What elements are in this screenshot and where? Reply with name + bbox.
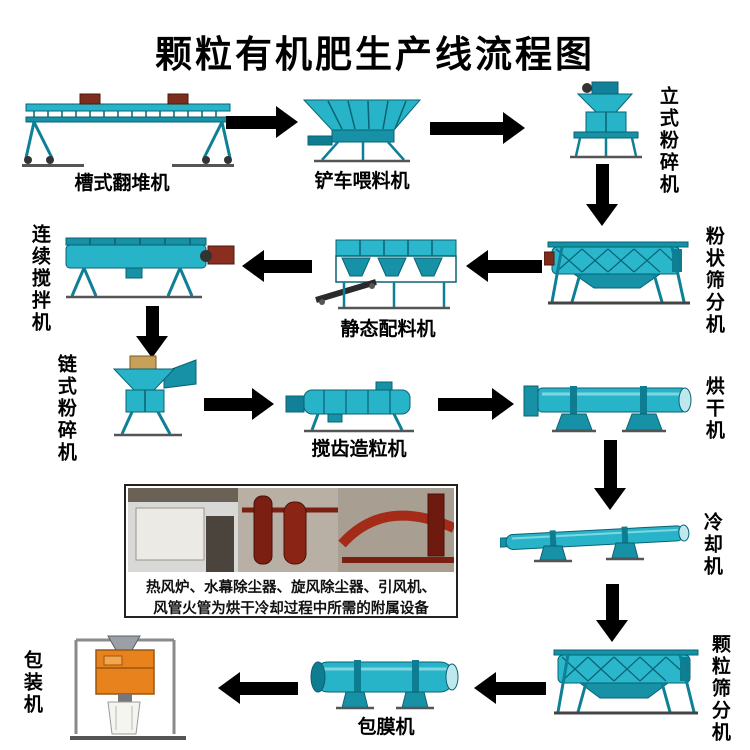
- chain-crusher-machine: [98, 354, 200, 440]
- cooler-icon: [500, 524, 690, 563]
- continuous-mixer-machine: [60, 226, 238, 302]
- paddle-granulator-icon: [285, 381, 414, 433]
- powder-screener-label: 粉状筛分机: [702, 226, 724, 336]
- packing-machine-icon: [70, 635, 186, 740]
- dryer-machine: [522, 378, 694, 436]
- granule-screener-icon: [553, 649, 699, 715]
- dryer-icon: [523, 385, 692, 433]
- arrow-granulator-to-dryer: [438, 388, 514, 420]
- arrow-ccrusher-to-granulator: [204, 388, 274, 420]
- arrow-dryer-to-cooler: [594, 440, 626, 510]
- arrow-vcrusher-to-pscreener: [586, 164, 618, 226]
- coating-machine-label: 包膜机: [357, 717, 415, 738]
- arrow-batcher-to-mixer: [242, 250, 312, 282]
- paddle-granulator-label: 搅齿造粒机: [311, 439, 407, 460]
- vertical-crusher-machine: [558, 80, 654, 160]
- cooler-machine: [500, 512, 696, 564]
- paddle-granulator-machine: [284, 380, 434, 434]
- arrow-mixer-to-ccrusher: [136, 306, 168, 358]
- arrow-turner-to-feeder: [226, 106, 298, 138]
- chain-crusher-label: 链式粉碎机: [54, 354, 76, 464]
- loader-feeder-icon: [302, 99, 422, 163]
- static-batcher-machine: [314, 236, 462, 312]
- trough-turner-label: 槽式翻堆机: [74, 173, 170, 194]
- caption-line-2: 风管火管为烘干冷却过程中所需的附属设备: [153, 601, 429, 617]
- granule-screener-machine: [548, 636, 704, 718]
- dryer-label: 烘干机: [702, 376, 724, 442]
- packing-machine: [46, 634, 206, 746]
- static-batcher-label: 静态配料机: [340, 319, 436, 340]
- arrow-cooler-to-gscreener: [596, 584, 628, 642]
- trough-turner-machine: [22, 88, 234, 168]
- auxiliary-equipment-caption: 热风炉、水幕除尘器、旋风除尘器、引风机、 风管火管为烘干冷却过程中所需的附属设备: [128, 577, 454, 621]
- vertical-crusher-icon: [570, 81, 642, 159]
- arrow-pscreener-to-batcher: [466, 250, 542, 282]
- page-title: 颗粒有机肥生产线流程图: [155, 34, 595, 75]
- coating-machine-icon: [310, 660, 459, 710]
- granule-screener-label: 颗粒筛分机: [708, 634, 730, 744]
- continuous-mixer-label: 连续搅拌机: [28, 224, 50, 334]
- auxiliary-equipment-photos: [128, 488, 457, 572]
- arrow-feeder-to-vcrusher: [430, 112, 525, 144]
- powder-screener-icon: [544, 241, 690, 305]
- packing-machine-label: 包装机: [20, 650, 42, 716]
- auxiliary-equipment-inset: 热风炉、水幕除尘器、旋风除尘器、引风机、 风管火管为烘干冷却过程中所需的附属设备: [124, 484, 458, 618]
- arrow-gscreener-to-coater: [474, 672, 546, 704]
- vertical-crusher-label: 立式粉碎机: [656, 86, 678, 196]
- cooler-label: 冷却机: [700, 512, 722, 578]
- continuous-mixer-icon: [65, 237, 235, 299]
- trough-turner-icon: [22, 93, 234, 167]
- powder-screener-machine: [544, 226, 696, 308]
- static-batcher-icon: [315, 239, 457, 310]
- arrow-coater-to-packer: [218, 672, 298, 704]
- loader-feeder-label: 铲车喂料机: [314, 171, 410, 192]
- coating-machine: [302, 650, 470, 712]
- loader-feeder-machine: [298, 96, 426, 164]
- caption-line-1: 热风炉、水幕除尘器、旋风除尘器、引风机、: [146, 579, 436, 596]
- chain-crusher-icon: [112, 355, 197, 437]
